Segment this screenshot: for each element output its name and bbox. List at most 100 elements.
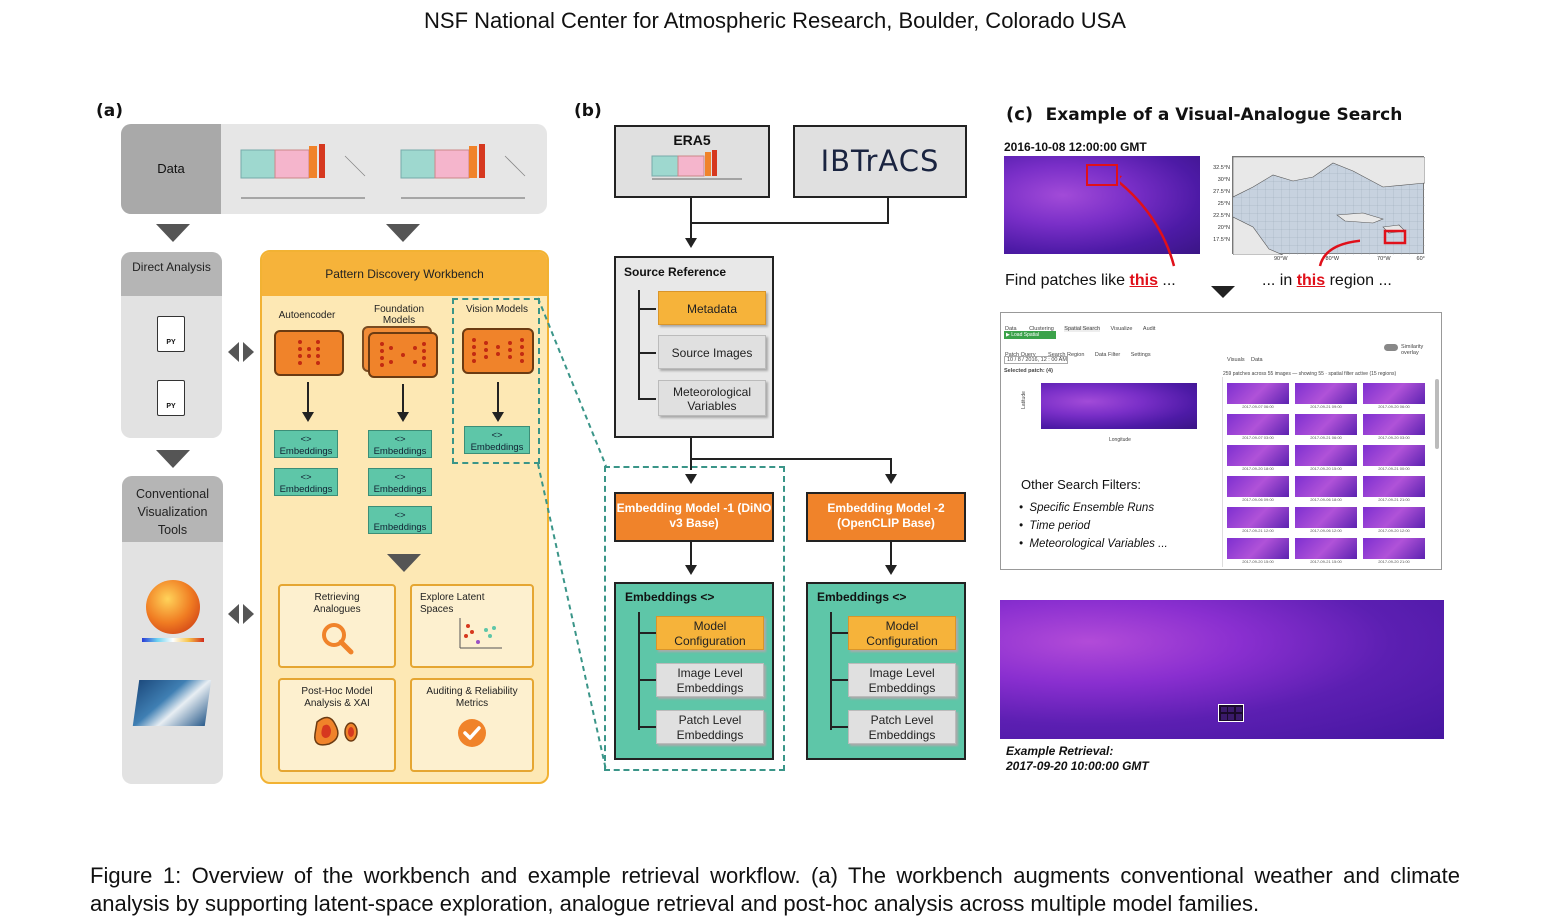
connector-line — [890, 542, 892, 566]
era5-label: ERA5 — [673, 132, 711, 148]
ui-result-tab[interactable]: Visuals — [1227, 357, 1245, 363]
model-config-item: Model Configuration — [848, 616, 956, 650]
pattern-discovery-workbench: Pattern Discovery Workbench Autoencoder … — [260, 250, 549, 784]
ui-thumbnail-image — [1363, 476, 1425, 497]
ui-map-preview — [1041, 383, 1197, 429]
met-variables-item: Meteorological Variables — [658, 380, 766, 416]
ibtracs-logo-text: IBTrACS — [820, 144, 940, 178]
ui-subtab[interactable]: Settings — [1130, 352, 1151, 358]
query-patch-box — [1086, 164, 1118, 186]
ui-thumbnail[interactable]: 2017-09-06 09:00 — [1227, 476, 1289, 504]
ui-load-button[interactable]: ▶ Load Spatial Search — [1004, 331, 1056, 346]
ui-thumbnail-date: 2017-09-20 21:00 — [1378, 559, 1410, 564]
model1-highlight — [604, 466, 785, 771]
retrieval-satellite-image — [1000, 600, 1444, 739]
arrow-down-icon — [387, 554, 421, 572]
ui-thumbnail-date: 2017-09-06 09:00 — [1242, 497, 1274, 502]
ui-thumbnail[interactable]: 2017-09-21 00:00 — [1363, 445, 1425, 473]
ui-thumbnail-image — [1363, 507, 1425, 528]
connector-line — [890, 458, 892, 476]
tree-line — [638, 726, 656, 728]
ui-thumbnail[interactable]: 2017-09-21 09:00 — [1295, 383, 1357, 411]
ui-thumbnail[interactable]: 2017-09-21 15:00 — [1295, 538, 1357, 566]
ui-thumbnail-date: 2017-09-20 03:00 — [1378, 435, 1410, 440]
ui-thumbnail[interactable]: 2017-09-06 12:00 — [1295, 507, 1357, 535]
ui-thumbnail[interactable]: 2017-09-07 06:00 — [1227, 383, 1289, 411]
ui-subtab[interactable]: Patch Query — [1005, 352, 1036, 358]
ui-thumbnail[interactable]: 2017-09-20 15:00 — [1295, 445, 1357, 473]
ui-tab[interactable]: Clustering — [1029, 326, 1054, 332]
arrow-down-icon — [156, 450, 190, 468]
source-images-item: Source Images — [658, 335, 766, 369]
arrow-down-icon — [1211, 286, 1235, 298]
ui-scrollbar[interactable] — [1435, 379, 1439, 449]
ui-thumbnail-date: 2017-09-21 09:00 — [1310, 404, 1342, 409]
ui-subtab[interactable]: Search Region — [1048, 352, 1085, 358]
ui-thumbnail-date: 2017-09-07 06:00 — [1242, 404, 1274, 409]
arrow-down-icon — [156, 224, 190, 242]
globe-map-icon — [146, 580, 200, 634]
arrow-down-icon — [397, 412, 409, 422]
ui-thumbnail-date: 2017-09-20 12:00 — [1378, 528, 1410, 533]
find-patches-text: Find patches like this ... — [1005, 272, 1176, 289]
data-box: Data — [121, 124, 547, 214]
affiliation-header: NSF National Center for Atmospheric Rese… — [424, 8, 1126, 33]
heatmap-blob-icon — [314, 716, 358, 746]
retrieved-patch-grid — [1218, 704, 1244, 722]
conventional-tools-label: Conventional Visualization Tools — [122, 476, 223, 542]
ui-thumbnail[interactable]: 2017-09-20 12:00 — [1363, 507, 1425, 535]
ui-tab[interactable]: Visualize — [1110, 326, 1133, 332]
panel-a-label: (a) — [96, 101, 124, 121]
connector-line — [690, 438, 692, 470]
ui-date-input[interactable]: 10 / 8 / 2016, 12 : 00 AM — [1004, 356, 1068, 364]
tree-line — [638, 612, 640, 730]
ui-result-tab[interactable]: Data — [1251, 357, 1263, 363]
arrow-down-icon — [885, 565, 897, 575]
ui-thumbnail[interactable]: 2017-09-21 12:00 — [1227, 507, 1289, 535]
connector-line — [690, 542, 692, 566]
ui-thumbnail-image — [1363, 445, 1425, 466]
ui-thumbnail[interactable]: 2017-09-21 06:00 — [1295, 414, 1357, 442]
ui-tab[interactable]: Data — [1005, 326, 1017, 332]
ui-thumbnail[interactable]: 2017-09-20 18:00 — [1227, 445, 1289, 473]
foundation-model-icon — [368, 332, 438, 378]
ui-thumbnail[interactable]: 2017-09-20 15:00 — [1227, 538, 1289, 566]
query-timestamp: 2016-10-08 12:00:00 GMT — [1004, 140, 1147, 154]
region-map-drawing — [1232, 156, 1426, 256]
vision-selection-highlight — [452, 298, 540, 464]
ui-thumbnail-date: 2017-09-21 15:00 — [1310, 559, 1342, 564]
ui-subtab-bar: Patch Query Search Region Data Filter Se… — [1005, 343, 1205, 358]
ui-thumbnail[interactable]: 2017-09-20 21:00 — [1363, 538, 1425, 566]
ui-thumbnail[interactable]: 2017-09-07 03:00 — [1227, 414, 1289, 442]
ui-thumbnail[interactable]: 2017-09-20 03:00 — [1363, 414, 1425, 442]
ui-similarity-label: Similarity overlay — [1401, 344, 1424, 356]
arrow-line — [402, 384, 404, 414]
patch-level-item: Patch Level Embeddings — [848, 710, 956, 744]
callout-arrows — [1120, 175, 1360, 267]
ui-tab[interactable]: Audit — [1142, 326, 1156, 332]
scatter-plot-icon — [459, 618, 502, 649]
embeddings-title: Embeddings <> — [817, 590, 907, 604]
embeddings-block: <> Embeddings — [368, 430, 432, 458]
embedding-model-1: Embedding Model -1 (DiNO v3 Base) — [614, 492, 774, 542]
ui-subtab[interactable]: Data Filter — [1094, 352, 1121, 358]
python-file-icon: PY — [157, 316, 185, 352]
arrow-down-icon — [302, 412, 314, 422]
ui-thumbnail-date: 2017-09-21 00:00 — [1378, 466, 1410, 471]
ui-thumbnail[interactable]: 2017-09-20 06:00 — [1363, 383, 1425, 411]
card-auditing-metrics: Auditing & Reliability Metrics — [410, 678, 534, 772]
card-retrieving-analogues: Retrieving Analogues — [278, 584, 396, 668]
conventional-tools-box: Conventional Visualization Tools — [122, 476, 223, 784]
ui-thumbnail-image — [1295, 414, 1357, 435]
query-satellite-image — [1004, 156, 1200, 254]
ui-tab-active[interactable]: Spatial Search — [1064, 326, 1101, 332]
direct-analysis-box: Direct Analysis PY PY — [121, 252, 222, 438]
region-map — [1232, 156, 1426, 256]
data-cubes-illustration — [240, 144, 526, 199]
ui-thumbnail[interactable]: 2017-09-06 18:00 — [1295, 476, 1357, 504]
ui-similarity-toggle[interactable] — [1384, 344, 1398, 351]
panel-c-title: (c) Example of a Visual-Analogue Search — [1006, 104, 1403, 125]
ui-thumbnail[interactable]: 2017-09-21 21:00 — [1363, 476, 1425, 504]
data-label: Data — [121, 124, 221, 214]
